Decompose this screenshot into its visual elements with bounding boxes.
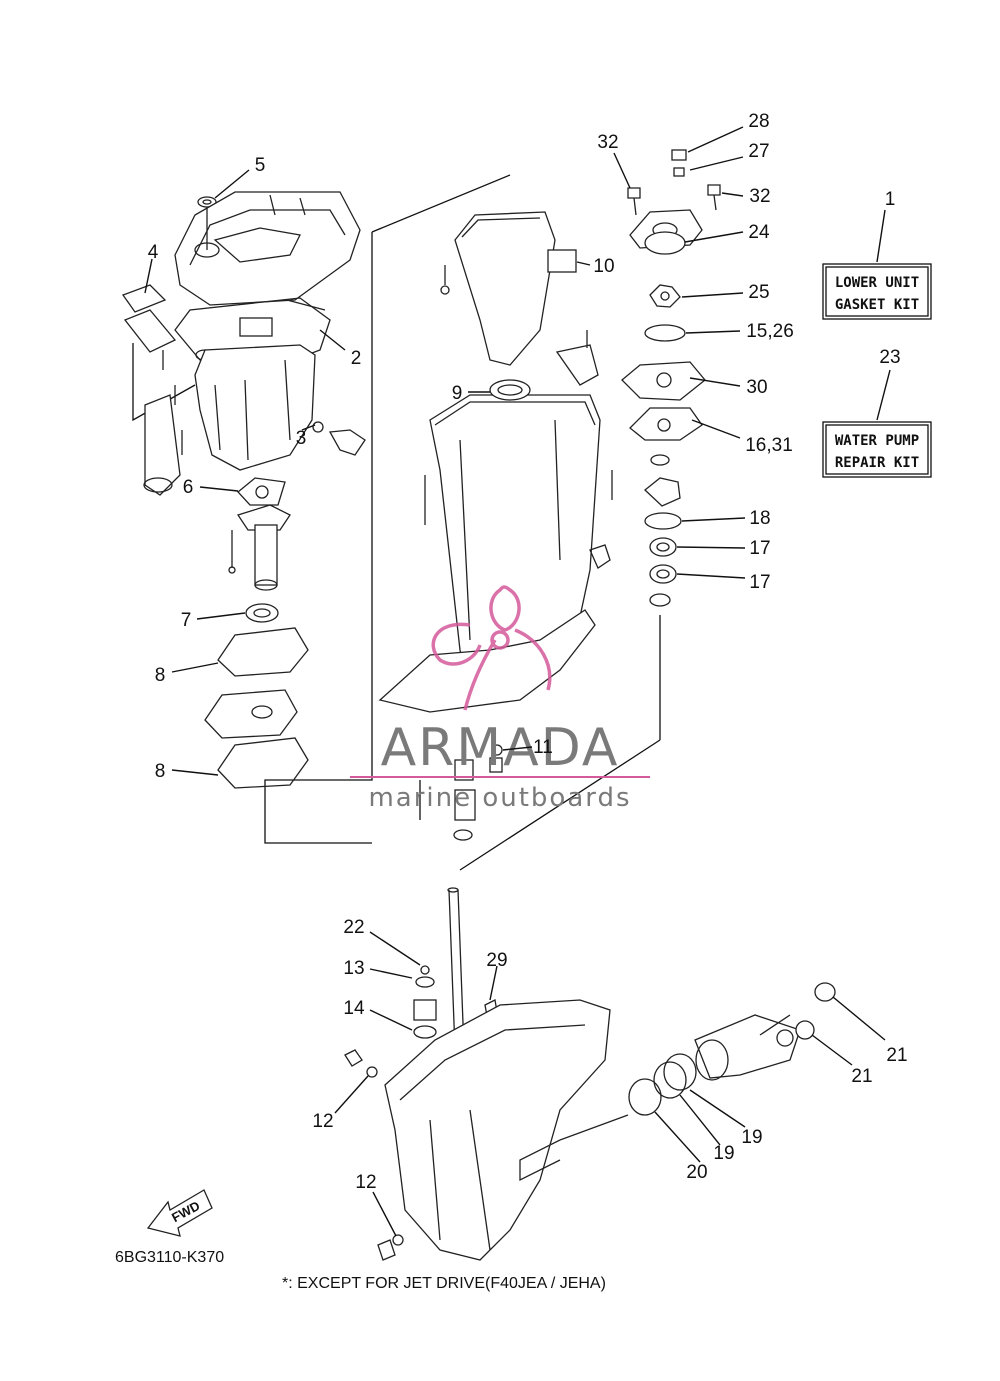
kit-box-water-pump-repair: WATER PUMP REPAIR KIT: [822, 421, 932, 478]
part-5-washer: [197, 196, 217, 208]
callout-30: 30: [746, 377, 767, 398]
exhaust-manifold: [440, 211, 577, 366]
callout-4: 4: [148, 242, 159, 263]
part-3-drain-plug: [312, 421, 366, 456]
oil-pan: [194, 344, 316, 471]
callout-27: 27: [748, 141, 769, 162]
exhaust-pipe: [143, 394, 181, 496]
part-6-gasket: [237, 477, 286, 506]
callout-15-26: 15,26: [746, 321, 794, 342]
callout-17-b: 17: [749, 572, 770, 593]
water-pump-stack: [621, 149, 721, 607]
callout-22: 22: [343, 917, 364, 938]
callout-14: 14: [343, 998, 365, 1019]
callout-18: 18: [749, 508, 770, 529]
part-9-grommet: [489, 379, 531, 401]
callout-21-a: 21: [886, 1045, 907, 1066]
parts-artwork: [121, 149, 836, 1261]
part-11-parts: [453, 744, 503, 841]
kit-23-line2: REPAIR KIT: [835, 455, 919, 471]
callout-1: 1: [885, 189, 896, 210]
callout-10: 10: [593, 256, 614, 277]
exhaust-tube: [228, 504, 291, 591]
callout-17-a: 17: [749, 538, 770, 559]
watermark-logo: [431, 585, 552, 711]
footnote: *: EXCEPT FOR JET DRIVE(F40JEA / JEHA): [282, 1275, 606, 1292]
callout-32-b: 32: [749, 186, 770, 207]
watermark-tagline: marine outboards: [368, 783, 631, 813]
kit-1-line2: GASKET KIT: [835, 297, 919, 313]
callout-12-b: 12: [355, 1172, 376, 1193]
part-4-bracket: [121, 284, 183, 455]
callout-8-b: 8: [155, 761, 166, 782]
callout-8-a: 8: [155, 665, 166, 686]
callout-19-b: 19: [713, 1143, 734, 1164]
callout-12-a: 12: [312, 1111, 333, 1132]
part-8-gaskets: [204, 627, 309, 789]
callout-3: 3: [296, 428, 307, 449]
callout-2: 2: [351, 348, 362, 369]
callout-7: 7: [181, 610, 192, 631]
fwd-arrow: [146, 1189, 213, 1237]
callout-32-a: 32: [597, 132, 618, 153]
callout-24: 24: [748, 222, 770, 243]
upper-casing: [378, 394, 613, 713]
lower-casing: [344, 999, 629, 1261]
watermark: ARMADA marine outboards: [350, 585, 650, 813]
callout-28: 28: [748, 111, 769, 132]
bracket-right: [555, 330, 611, 569]
callout-19-a: 19: [741, 1127, 762, 1148]
callout-21-b: 21: [851, 1066, 872, 1087]
callout-9: 9: [452, 383, 463, 404]
part-7-seal: [245, 603, 279, 623]
callout-23: 23: [879, 347, 900, 368]
kit-1-line1: LOWER UNIT: [835, 275, 919, 291]
callout-20: 20: [686, 1162, 707, 1183]
leader-lines: [144, 126, 891, 1237]
kit-box-lower-unit-gasket: LOWER UNIT GASKET KIT: [822, 263, 932, 320]
prop-shaft-housing: [628, 982, 836, 1116]
callout-25: 25: [748, 282, 769, 303]
kit-23-line1: WATER PUMP: [835, 433, 919, 449]
callout-13: 13: [343, 958, 364, 979]
callout-29: 29: [486, 950, 507, 971]
callout-11: 11: [533, 737, 553, 758]
watermark-brand: ARMADA: [381, 718, 620, 778]
callout-labels: 1 23 28 32 27 32 5 24 10 4 25 15,26 2 9 …: [148, 111, 908, 1193]
callout-16-31: 16,31: [745, 435, 793, 456]
exhaust-guide-plate: [174, 191, 361, 306]
callout-6: 6: [183, 477, 194, 498]
parts-code: 6BG3110-K370: [115, 1249, 224, 1266]
callout-5: 5: [255, 155, 266, 176]
drive-shaft: [447, 887, 465, 1051]
